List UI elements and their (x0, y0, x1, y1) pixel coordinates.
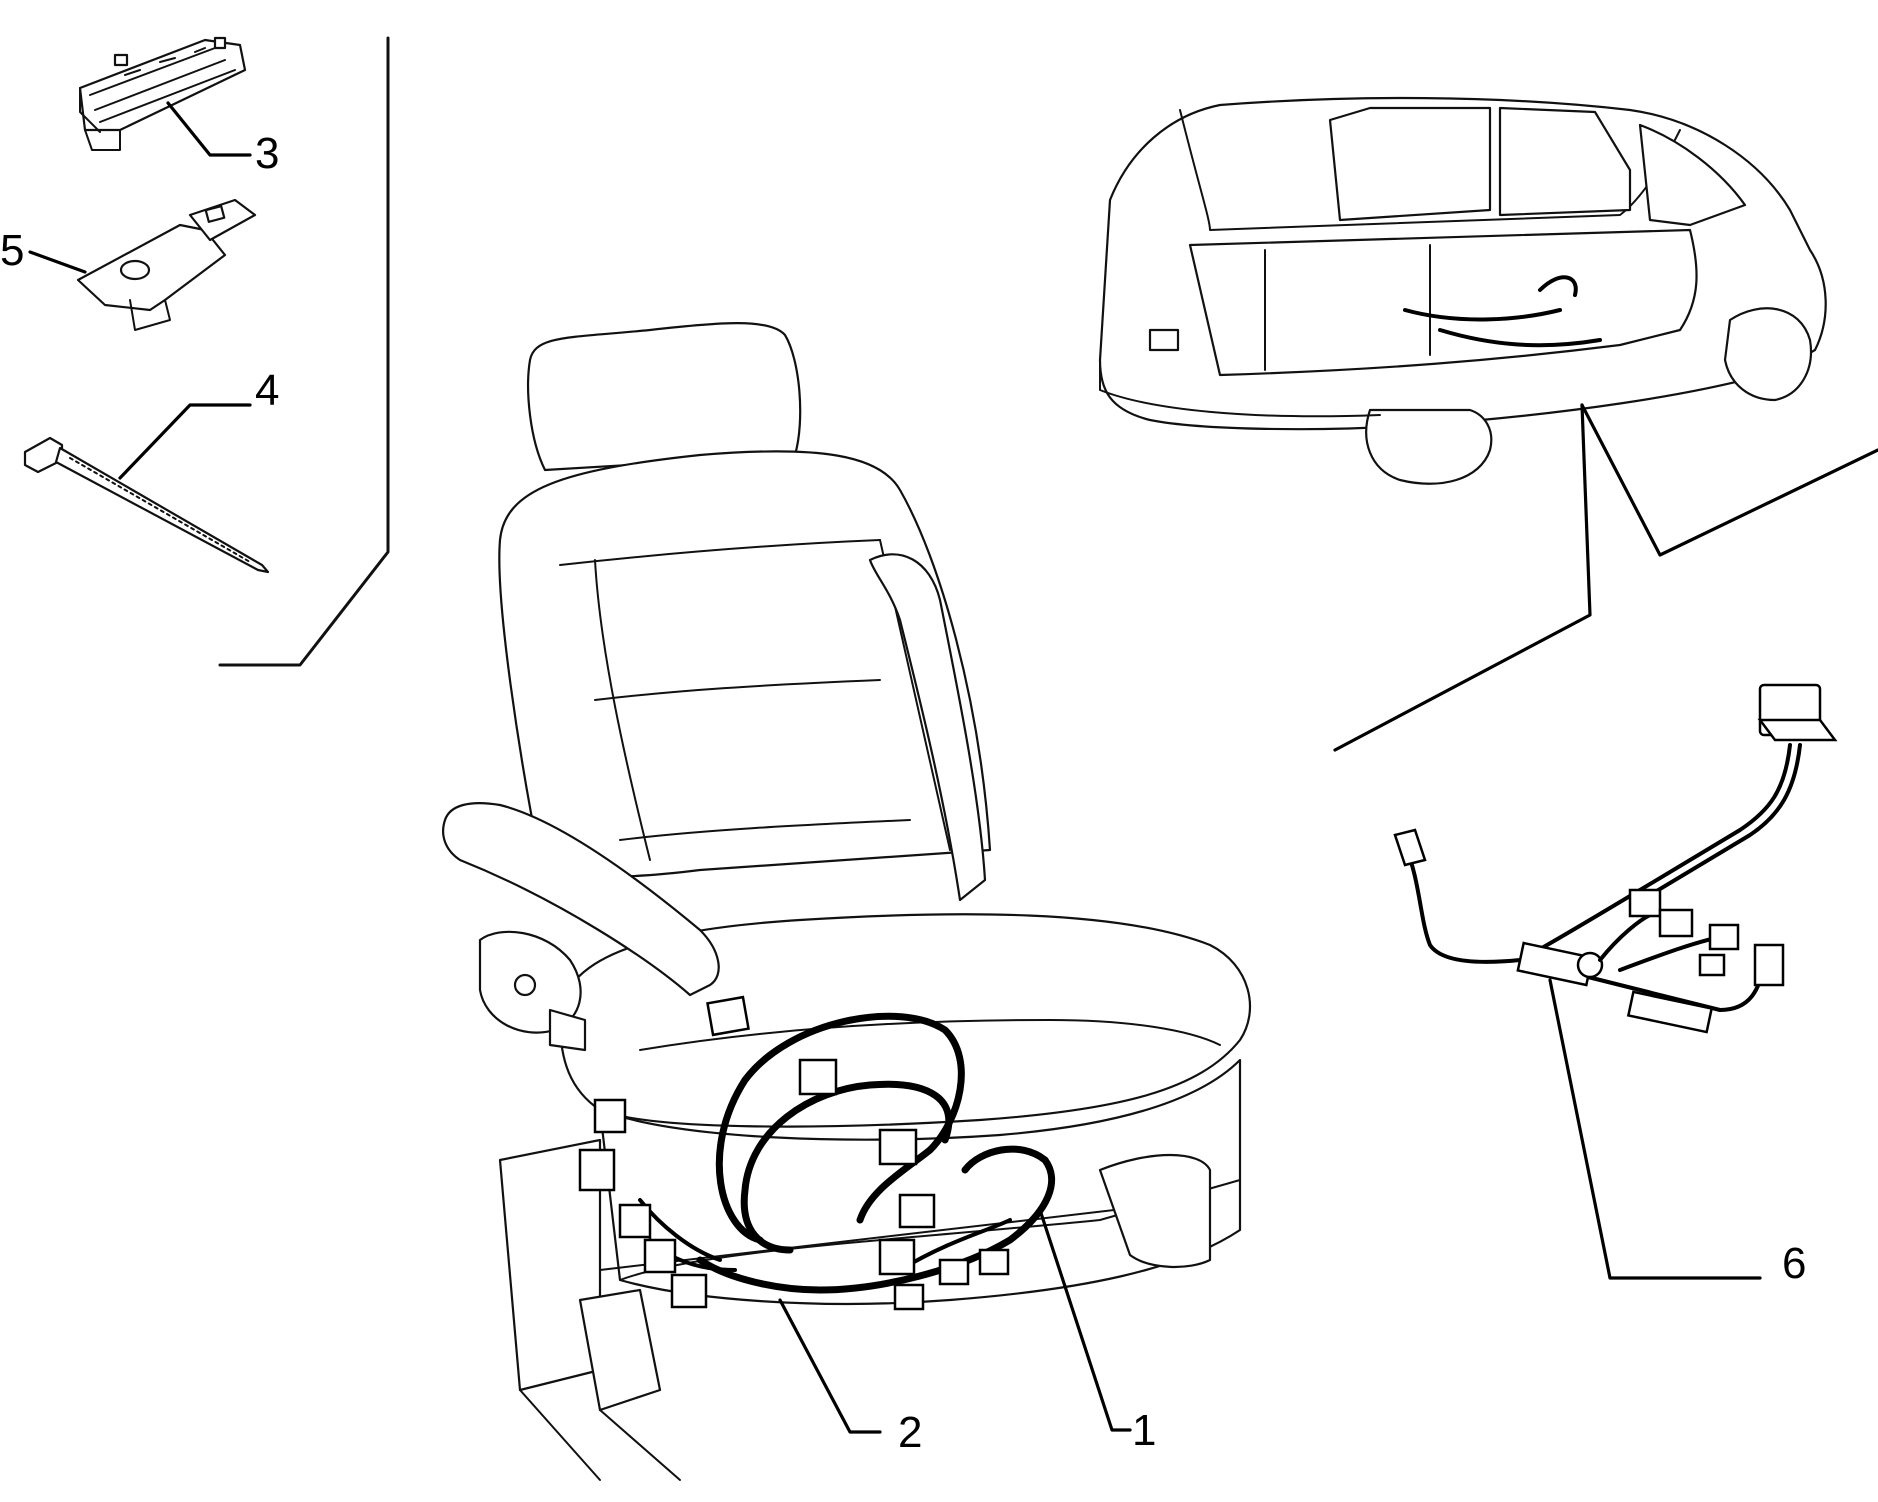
leader-line-2 (778, 1298, 882, 1434)
callout-2: 2 (898, 1408, 922, 1457)
leader-line-5 (28, 250, 87, 274)
leader-vehicle-a (1333, 403, 1592, 752)
leader-line-4 (118, 403, 252, 480)
callout-5: 5 (0, 226, 24, 275)
minivan-illustration-icon (1098, 96, 1827, 485)
callout-1: 1 (1132, 1406, 1156, 1455)
seat-wiring-harness (578, 995, 1056, 1311)
small-parts-frame (218, 36, 390, 667)
leader-line-6 (1548, 978, 1762, 1280)
callout-4: 4 (255, 366, 279, 415)
leader-line-1 (1038, 1208, 1132, 1432)
clip-part-icon (76, 198, 257, 331)
cable-tie-icon (23, 436, 270, 574)
seat-illustration-icon (442, 322, 1252, 1481)
leader-vehicle-b (1580, 403, 1878, 557)
callout-3: 3 (255, 129, 279, 178)
wiring-harness-icon (1393, 683, 1838, 1034)
callout-6: 6 (1782, 1239, 1806, 1288)
bracket-part-icon (78, 36, 247, 151)
leader-line-3 (166, 101, 252, 157)
